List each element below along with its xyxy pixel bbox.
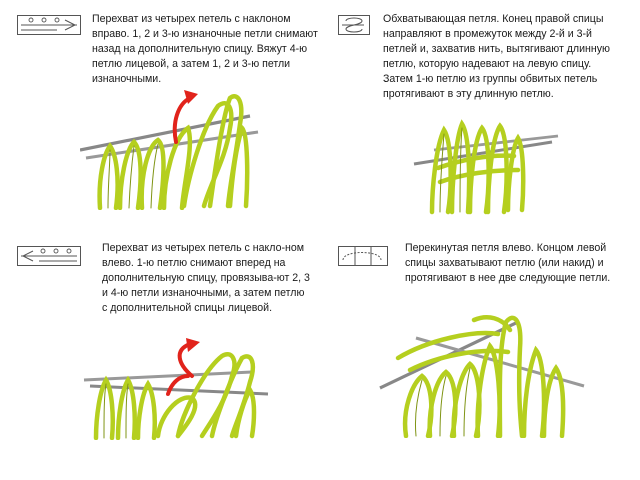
chart-symbol-cross-4-right-icon [17,15,81,35]
panel-description: Перекинутая петля влево. Концом левой сп… [405,242,611,284]
illustration-cross-left [83,338,269,440]
panel-description: Перехват из четырех петель с наклоном вп… [92,13,318,85]
chart-symbol-cross-4-left-icon [17,246,81,266]
chart-symbol-crossed-loop-left-icon [338,246,388,266]
panel-description: Перехват из четырех петель с накло-ном в… [102,242,310,314]
illustration-wrapped-loop [413,119,559,215]
illustration-crossed-loop-left [379,315,585,438]
illustration-cross-right [80,90,259,210]
panel-description: Обхватывающая петля. Конец правой спицы … [383,13,610,100]
chart-symbol-wrapped-loop-icon [338,15,370,35]
